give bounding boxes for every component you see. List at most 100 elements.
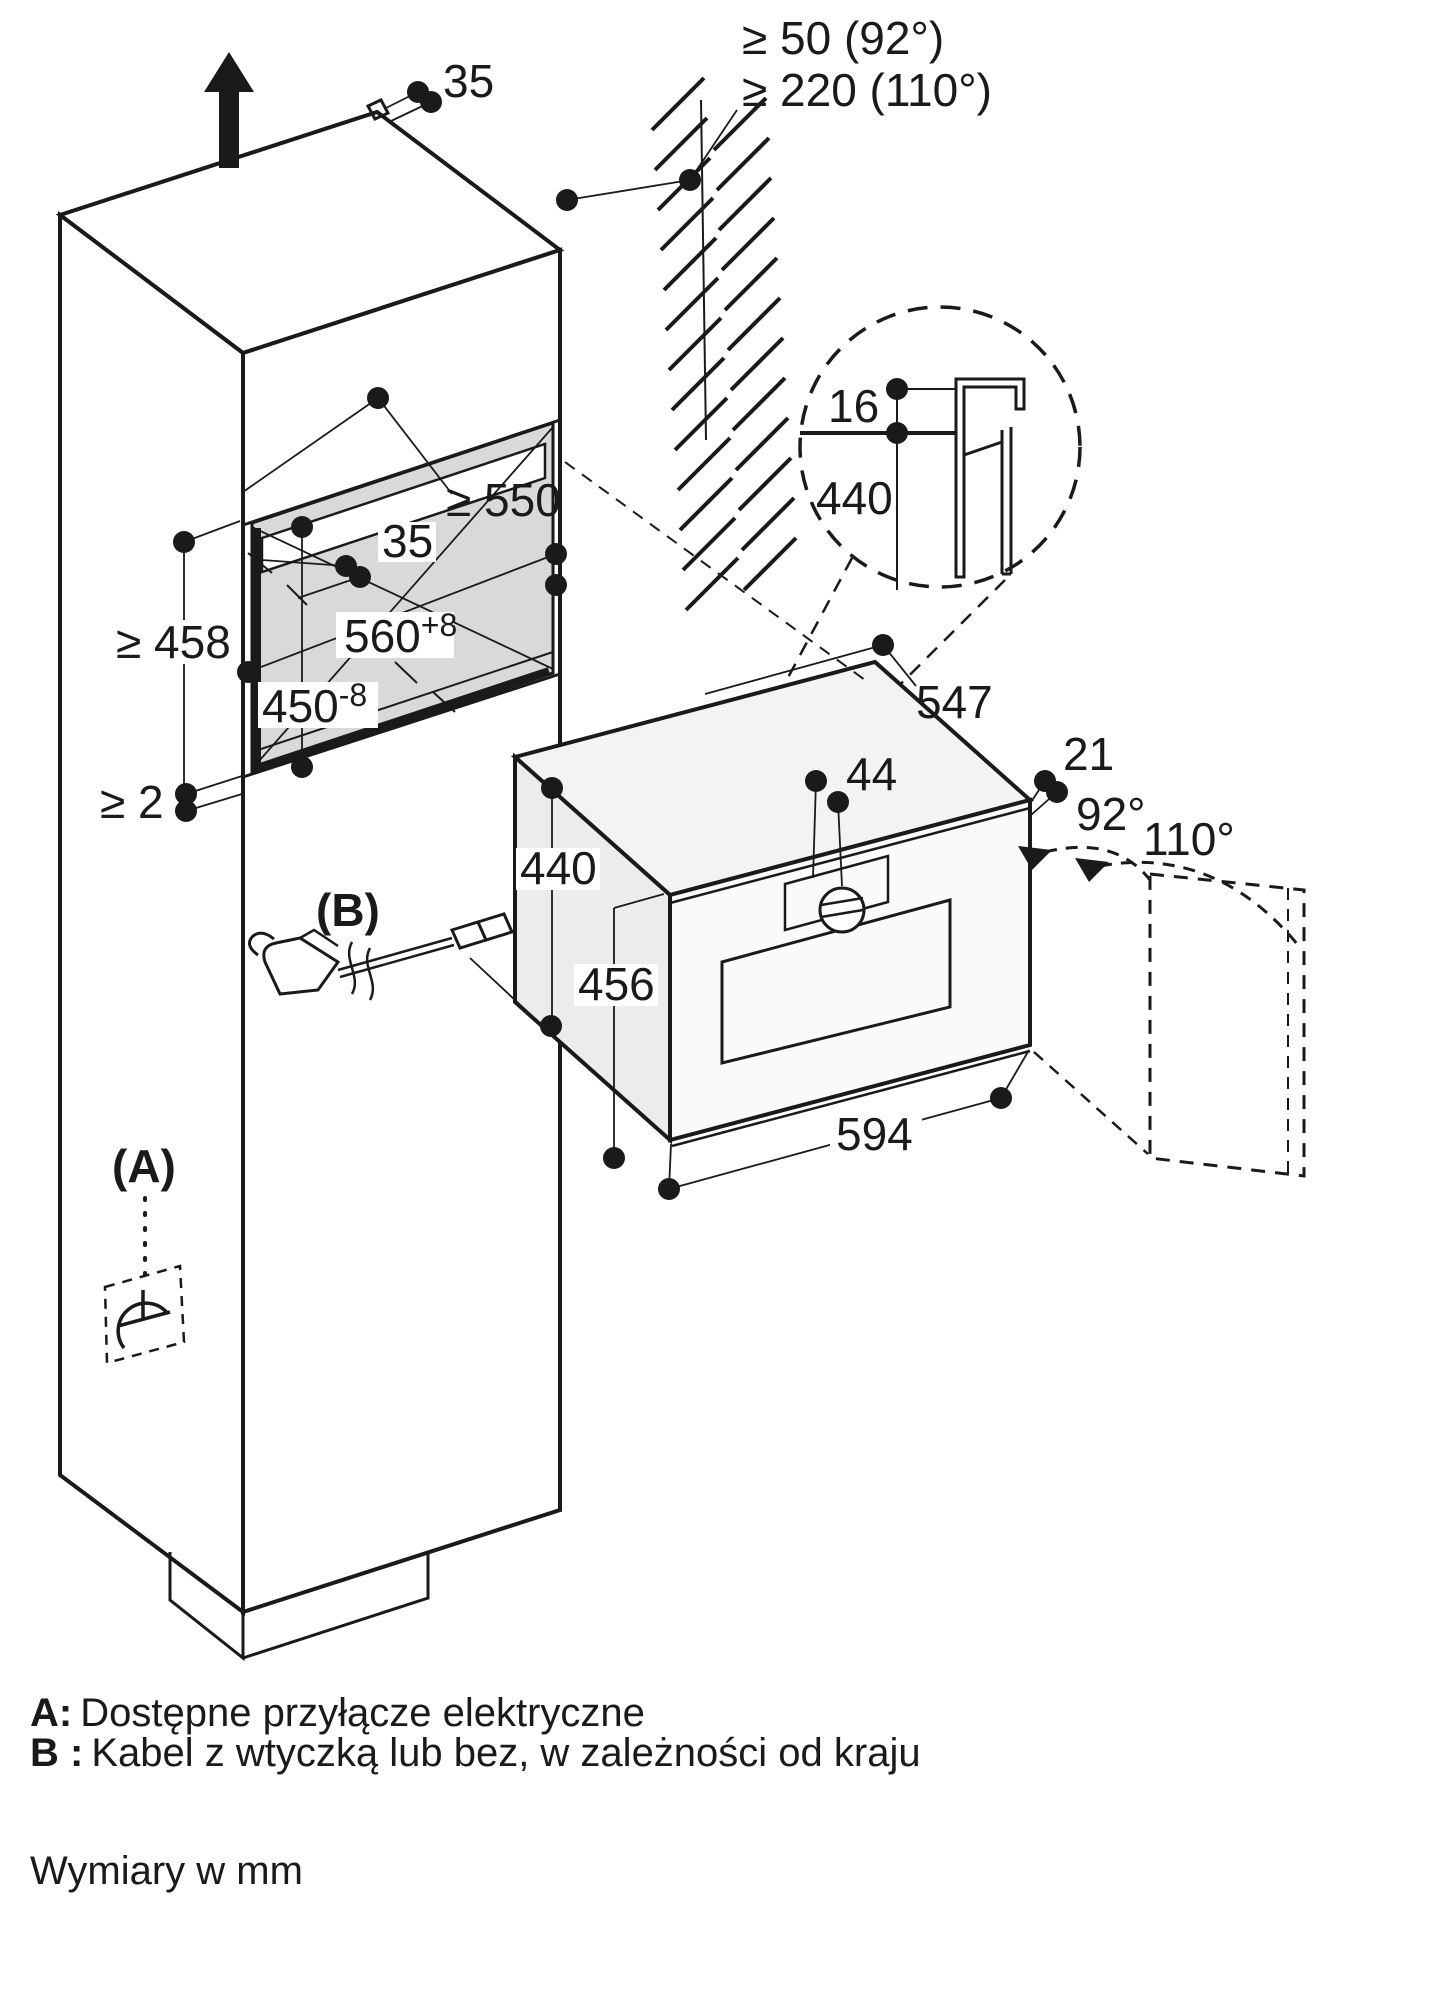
dot: [603, 1147, 625, 1169]
front-height-label: 456: [578, 958, 655, 1010]
cable-break-symbol: [347, 941, 375, 1001]
dot: [367, 387, 389, 409]
dot: [545, 543, 567, 565]
dot: [237, 661, 259, 683]
dimension-labels: 35 ≥ 50 (92°) ≥ 220 (110°) 16 440 ≥ 550 …: [100, 12, 1235, 1192]
legend-b-text: Kabel z wtyczką lub bez, w zależności od…: [91, 1731, 920, 1775]
dot: [805, 770, 827, 792]
legend-b-prefix: B :: [30, 1731, 83, 1775]
wall-clearance-92-label: ≥ 50 (92°): [742, 12, 944, 64]
swing-arc-110: [1099, 860, 1300, 946]
dot: [291, 756, 313, 778]
top-rail-notch: [365, 98, 391, 121]
bottom-gap-label: ≥ 2: [100, 776, 164, 828]
detail-height-label: 440: [816, 472, 893, 524]
dot: [175, 800, 197, 822]
legend: A:Dostępne przyłącze elektryczne B :Kabe…: [30, 1691, 921, 1893]
detail-dim-lines: [896, 388, 956, 590]
swing-arc-bottom: [1033, 1051, 1149, 1155]
socket-symbol-icon: [116, 1290, 171, 1350]
dim-line-458: [183, 520, 243, 812]
plug-top-edge: [299, 928, 339, 948]
niche-height-label: 450-8: [262, 677, 367, 732]
cabinet-plinth: [168, 1552, 430, 1662]
dot: [175, 783, 197, 805]
detail-overlap-label: 16: [828, 380, 879, 432]
detail-circle-outline: [798, 305, 1082, 589]
niche-width-value: 560: [344, 610, 421, 662]
power-cable: [247, 912, 546, 1029]
up-arrow-shaft: [219, 88, 239, 168]
legend-a-text: Dostępne przyłącze elektryczne: [80, 1691, 645, 1735]
wall-edge-line: [700, 99, 707, 441]
plug-hook: [247, 931, 275, 957]
cabinet-left-face: [58, 210, 245, 1616]
niche-tick-marks: [247, 552, 456, 713]
legend-line-a: A:Dostępne przyłącze elektryczne: [30, 1691, 645, 1735]
wall-clearance-110-label: ≥ 220 (110°): [742, 64, 992, 116]
dim-line-456: [613, 893, 665, 1156]
callout-b-label: (B): [316, 884, 380, 936]
socket-dashed-box: [103, 1264, 186, 1365]
dot: [556, 189, 578, 211]
oven-width-label: 594: [836, 1108, 913, 1160]
swing-arrowhead-110-icon: [1075, 858, 1109, 882]
dot: [349, 566, 371, 588]
niche-width-tolerance: +8: [421, 607, 457, 643]
dot: [886, 422, 908, 444]
cabinet: [55, 98, 565, 1662]
top-rail-offset-label: 35: [443, 55, 494, 107]
label-bg: [830, 1114, 922, 1156]
leader-niche-depth: [242, 397, 453, 495]
label-bg: [336, 612, 454, 658]
label-bg: [378, 522, 436, 562]
hatch-lines: [650, 76, 798, 612]
legend-line-b: B :Kabel z wtyczką lub bez, w zależności…: [30, 1731, 921, 1775]
dot: [990, 1087, 1012, 1109]
dot: [1046, 781, 1068, 803]
niche-depth-label: ≥ 550: [446, 474, 561, 526]
dot: [886, 378, 908, 400]
door-gap-label: 21: [1063, 728, 1114, 780]
detail-panel-profile: [954, 377, 1026, 579]
leader-wall-clearance: [566, 109, 738, 201]
up-arrow-icon: [204, 52, 254, 168]
angle-110-label: 110°: [1143, 813, 1235, 865]
dot: [679, 169, 701, 191]
dot: [420, 91, 442, 113]
electrical-socket: [103, 1196, 186, 1365]
oven-height-label: 440: [520, 842, 597, 894]
dot: [540, 1015, 562, 1037]
open-door-outline: [1148, 872, 1306, 1178]
niche-rail-offset-label: 35: [382, 515, 433, 567]
door-swing: [564, 461, 1306, 1178]
label-bg: [516, 848, 600, 890]
niche-width-label: 560+8: [344, 607, 457, 662]
label-backgrounds: [112, 522, 922, 1156]
cable-leader-line: [469, 957, 546, 1029]
dot: [545, 574, 567, 596]
dot: [291, 516, 313, 538]
oven: [510, 659, 1035, 1148]
up-arrow-head: [204, 52, 254, 92]
oven-display-panel: [783, 854, 890, 932]
niche-side-height-label: ≥ 458: [116, 616, 231, 668]
niche-frame-highlight: [253, 528, 551, 774]
dot: [827, 791, 849, 813]
label-bg: [574, 964, 658, 1006]
dot: [541, 777, 563, 799]
dot: [173, 531, 195, 553]
leader-44: [812, 780, 843, 887]
niche-height-value: 450: [262, 680, 339, 732]
knob-protrusion-label: 44: [846, 748, 897, 800]
oven-knob-slot: [820, 896, 864, 919]
dimension-dots: [173, 81, 1068, 1200]
label-bg: [258, 682, 378, 728]
swing-arrowhead-92-icon: [1018, 846, 1052, 870]
plug-body: [262, 936, 341, 996]
niche-height-tolerance: -8: [339, 677, 367, 713]
cable-line: [337, 936, 455, 979]
callout-a-label: (A): [112, 1140, 176, 1192]
oven-door-edges: [669, 806, 1031, 1148]
angle-92-label: 92°: [1076, 788, 1146, 840]
